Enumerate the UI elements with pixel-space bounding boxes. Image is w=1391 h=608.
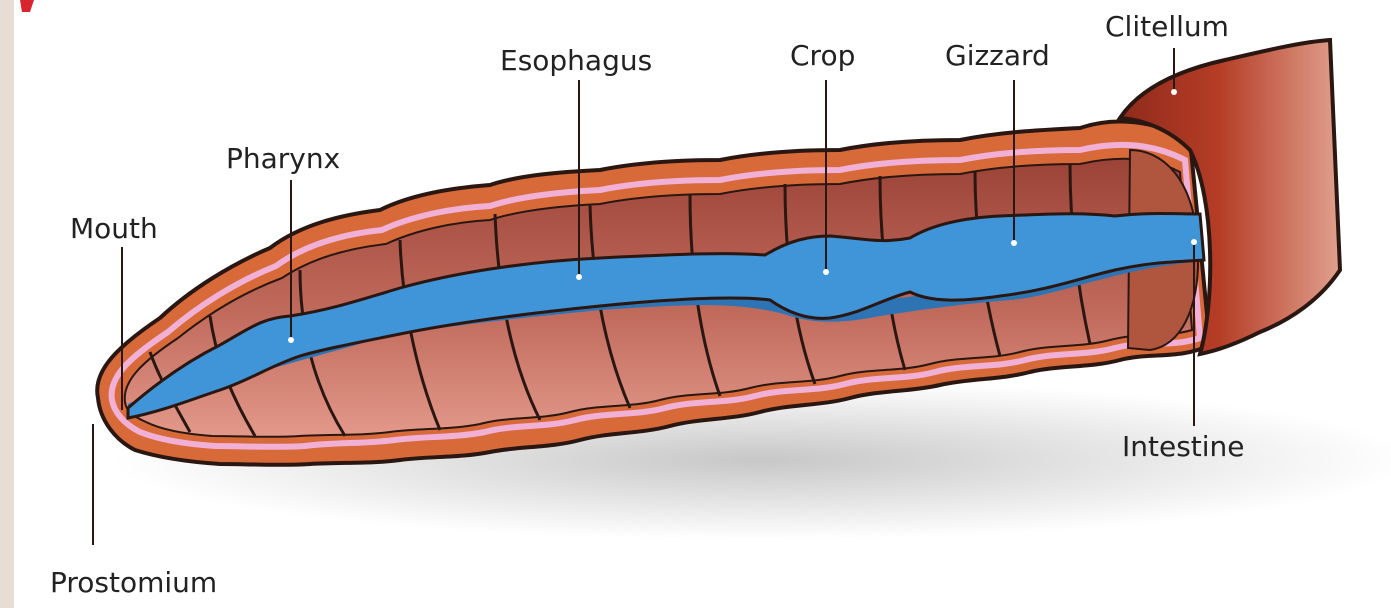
label-prostomium: Prostomium <box>50 566 217 599</box>
label-mouth: Mouth <box>70 212 158 245</box>
label-clitellum: Clitellum <box>1105 10 1229 43</box>
label-crop: Crop <box>790 39 855 72</box>
label-pharynx: Pharynx <box>226 142 340 175</box>
label-intestine: Intestine <box>1122 430 1245 463</box>
label-gizzard: Gizzard <box>945 39 1050 72</box>
left-border <box>0 0 14 608</box>
label-esophagus: Esophagus <box>500 44 652 77</box>
accent-marker <box>20 0 34 12</box>
